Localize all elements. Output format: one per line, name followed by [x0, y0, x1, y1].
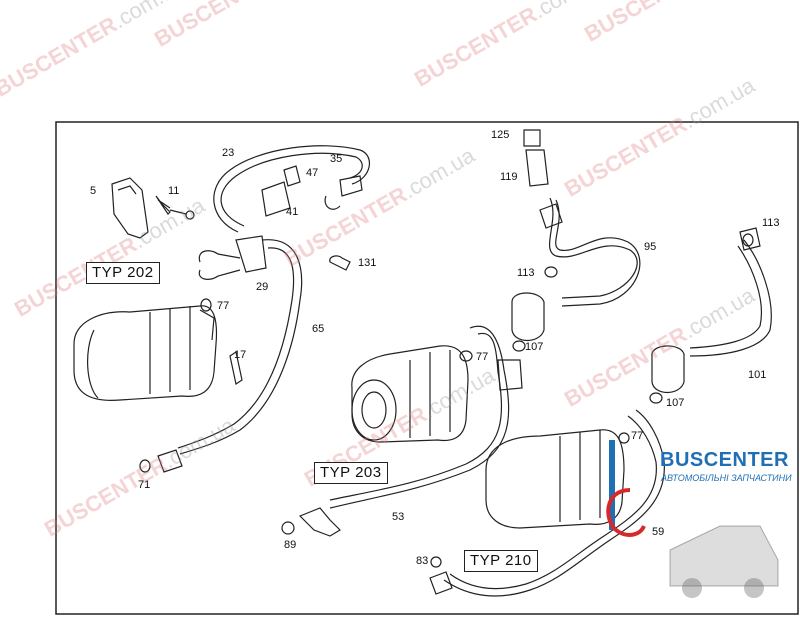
- callout-35: 35: [330, 153, 343, 165]
- callout-59: 59: [652, 526, 665, 538]
- callout-65: 65: [312, 323, 325, 335]
- fitting-part-35: [339, 175, 363, 197]
- callout-41: 41: [286, 206, 299, 218]
- callout-5: 5: [90, 185, 97, 197]
- callout-95: 95: [644, 241, 657, 253]
- callout-101: 101: [748, 369, 767, 381]
- fitting-part-95: [539, 203, 563, 229]
- fitting-part-53: [298, 507, 341, 537]
- oring-part-107a: [512, 340, 526, 352]
- valve-part-119: [525, 149, 549, 187]
- callout-53: 53: [392, 511, 405, 523]
- callout-83: 83: [416, 555, 429, 567]
- label-typ-202: TYP 202: [86, 262, 160, 284]
- hose-part-101: [689, 239, 772, 357]
- bolt-part-17: [229, 351, 243, 385]
- compressor-typ-202: [73, 305, 218, 401]
- diagram-frame: [55, 121, 799, 615]
- callout-71: 71: [138, 479, 151, 491]
- compressor-typ-203: [351, 345, 469, 443]
- callout-107a: 107: [525, 341, 544, 353]
- oring-part-89: [281, 521, 295, 535]
- callout-11: 11: [168, 185, 180, 197]
- label-typ-210: TYP 210: [464, 550, 538, 572]
- oring-part-107b: [649, 392, 663, 404]
- oring-part-77a: [200, 298, 212, 312]
- callout-113a: 113: [517, 267, 535, 279]
- fitting-part-71: [157, 449, 183, 473]
- fitting-part-83: [429, 571, 453, 595]
- label-typ-203: TYP 203: [314, 462, 388, 484]
- block-part-29: [235, 235, 267, 273]
- callout-113b: 113: [762, 217, 780, 229]
- oring-part-77c: [618, 432, 630, 444]
- buscenter-logo: [606, 440, 779, 598]
- callout-17: 17: [234, 349, 247, 361]
- callout-47: 47: [306, 167, 319, 179]
- logo-subtitle: АВТОМОБІЛЬНІ ЗАПЧАСТИНИ: [661, 473, 792, 483]
- callout-119: 119: [500, 171, 518, 183]
- valve-part-41: [261, 181, 291, 217]
- callout-29: 29: [256, 281, 269, 293]
- callout-23: 23: [222, 147, 235, 159]
- oring-part-77b: [459, 350, 473, 362]
- compressor-typ-210: [485, 429, 625, 529]
- fitting-part-101: [739, 227, 761, 251]
- hose-part-95: [548, 197, 638, 299]
- callout-77b: 77: [476, 351, 489, 363]
- hose-part-23: [213, 145, 370, 233]
- oring-part-83: [430, 556, 442, 568]
- callout-107b: 107: [666, 397, 685, 409]
- hose-part-65: [179, 239, 303, 455]
- bolt-part-11: [155, 195, 171, 215]
- clamp-part-131: [329, 255, 351, 271]
- valve-part-107b: [651, 345, 685, 394]
- callout-77a: 77: [217, 300, 230, 312]
- van-silhouette: [669, 525, 779, 587]
- oring-part-113b: [742, 233, 754, 247]
- callout-77c: 77: [631, 430, 644, 442]
- callout-131: 131: [358, 257, 377, 269]
- callout-125: 125: [491, 129, 510, 141]
- callout-89: 89: [284, 539, 297, 551]
- valve-part-107a: [511, 292, 545, 342]
- logo-name: BUSCENTER: [660, 449, 789, 471]
- oring-part-113a: [544, 266, 558, 278]
- valve-part-47: [283, 165, 301, 187]
- bracket-part-5: [111, 177, 149, 239]
- hose-part-59: [443, 409, 665, 597]
- cap-part-125: [523, 129, 541, 147]
